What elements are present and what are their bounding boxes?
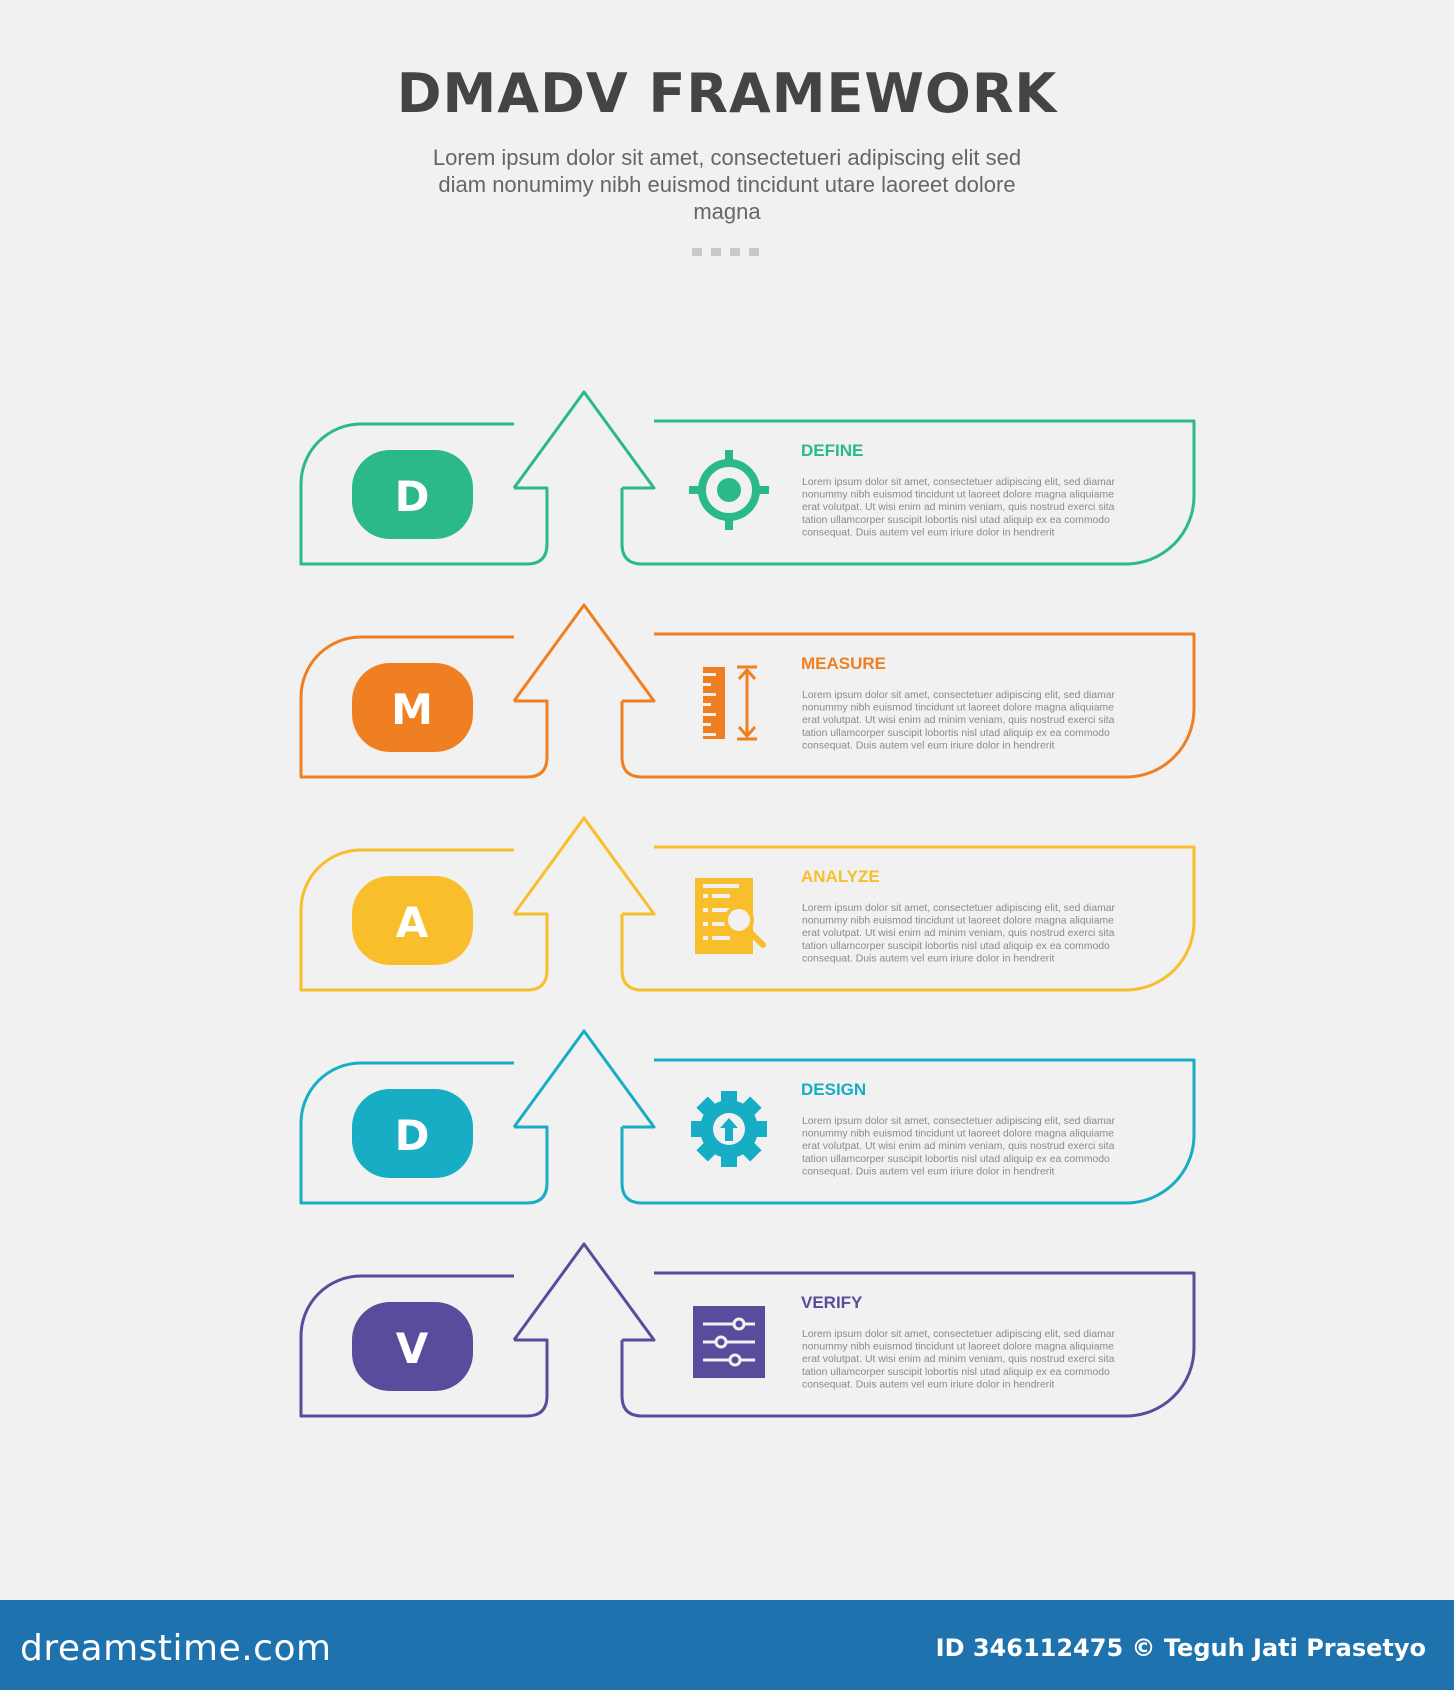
arrow-head bbox=[512, 603, 656, 703]
step-measure: M MEASURE Lorem ipsum dolor sit amet, cons… bbox=[299, 603, 1196, 779]
divider-dots bbox=[692, 248, 759, 256]
arrow-head bbox=[512, 390, 656, 490]
step-letter: M bbox=[391, 685, 433, 734]
step-description-line: Lorem ipsum dolor sit amet, consectetuer… bbox=[802, 1116, 1116, 1127]
step-description-line: Lorem ipsum dolor sit amet, consectetuer… bbox=[802, 690, 1116, 701]
step-define: D DEFINE Lorem ipsum dolor sit amet, conse… bbox=[299, 390, 1196, 566]
step-description-line: erat volutpat. Ut wisi enim ad minim ven… bbox=[802, 502, 1115, 513]
document-search-icon bbox=[695, 878, 766, 954]
step-description-line: nonummy nibh euismod tincidunt ut laoree… bbox=[802, 916, 1114, 927]
step-description-line: nonummy nibh euismod tincidunt ut laoree… bbox=[802, 490, 1114, 501]
step-letter-badge bbox=[352, 663, 473, 752]
step-letter: V bbox=[396, 1324, 429, 1373]
step-description-line: Lorem ipsum dolor sit amet, consectetuer… bbox=[802, 1329, 1116, 1340]
step-description-line: consequat. Duis autem vel eum iriure dol… bbox=[802, 953, 1055, 964]
step-description-line: nonummy nibh euismod tincidunt ut laoree… bbox=[802, 1342, 1114, 1353]
step-description-line: consequat. Duis autem vel eum iriure dol… bbox=[802, 1379, 1055, 1390]
step-description-line: tation ullamcorper suscipit lobortis nis… bbox=[802, 1154, 1110, 1165]
step-description-line: nonummy nibh euismod tincidunt ut laoree… bbox=[802, 1129, 1114, 1140]
page-title: DMADV FRAMEWORK bbox=[396, 62, 1058, 125]
target-icon bbox=[689, 450, 769, 530]
step-description-line: tation ullamcorper suscipit lobortis nis… bbox=[802, 941, 1110, 952]
step-verify: V VERIFY Lorem ipsum dolor sit amet, conse… bbox=[299, 1242, 1196, 1418]
dmadv-diagram: D DEFINE Lorem ipsum dolor sit amet, conse… bbox=[299, 390, 1196, 1418]
left-bracket bbox=[299, 635, 549, 779]
step-description-line: consequat. Duis autem vel eum iriure dol… bbox=[802, 740, 1055, 751]
arrow-head bbox=[512, 816, 656, 916]
sliders-icon bbox=[693, 1306, 765, 1378]
step-design: D DESIGN Lorem ipsum dolor sit amet, conse… bbox=[299, 1029, 1196, 1205]
step-letter-badge bbox=[352, 876, 473, 965]
content-panel bbox=[620, 632, 1196, 779]
step-analyze: A ANALYZE Lorem ipsum dolor sit amet, cons… bbox=[299, 816, 1196, 992]
footer-bar: dreamstime.com ID 346112475 © Teguh Jati… bbox=[0, 1600, 1454, 1690]
step-description-line: nonummy nibh euismod tincidunt ut laoree… bbox=[802, 703, 1114, 714]
step-title: DESIGN bbox=[801, 1080, 866, 1099]
step-description-line: Lorem ipsum dolor sit amet, consectetuer… bbox=[802, 477, 1116, 488]
step-letter-badge bbox=[352, 450, 473, 539]
step-letter: A bbox=[396, 898, 429, 947]
ruler-icon bbox=[703, 665, 757, 741]
step-description-line: erat volutpat. Ut wisi enim ad minim ven… bbox=[802, 928, 1115, 939]
step-description-line: tation ullamcorper suscipit lobortis nis… bbox=[802, 1367, 1110, 1378]
content-panel bbox=[620, 419, 1196, 566]
step-letter: D bbox=[395, 1111, 430, 1160]
footer-credit: ID 346112475 © Teguh Jati Prasetyo bbox=[935, 1634, 1426, 1662]
left-bracket bbox=[299, 422, 549, 566]
step-description-line: consequat. Duis autem vel eum iriure dol… bbox=[802, 1166, 1055, 1177]
arrow-head bbox=[512, 1029, 656, 1129]
step-description-line: erat volutpat. Ut wisi enim ad minim ven… bbox=[802, 715, 1115, 726]
step-title: DEFINE bbox=[801, 441, 863, 460]
footer-logo[interactable]: dreamstime.com bbox=[20, 1628, 332, 1669]
step-description-line: consequat. Duis autem vel eum iriure dol… bbox=[802, 527, 1055, 538]
left-bracket bbox=[299, 848, 549, 992]
step-description-line: Lorem ipsum dolor sit amet, consectetuer… bbox=[802, 903, 1116, 914]
content-panel bbox=[620, 1058, 1196, 1205]
step-description-line: tation ullamcorper suscipit lobortis nis… bbox=[802, 728, 1110, 739]
left-bracket bbox=[299, 1274, 549, 1418]
step-title: MEASURE bbox=[801, 654, 886, 673]
left-bracket bbox=[299, 1061, 549, 1205]
step-title: VERIFY bbox=[801, 1293, 863, 1312]
content-panel bbox=[620, 845, 1196, 992]
step-letter-badge bbox=[352, 1302, 473, 1391]
step-description-line: tation ullamcorper suscipit lobortis nis… bbox=[802, 515, 1110, 526]
step-title: ANALYZE bbox=[801, 867, 880, 886]
content-panel bbox=[620, 1271, 1196, 1418]
step-description-line: erat volutpat. Ut wisi enim ad minim ven… bbox=[802, 1141, 1115, 1152]
step-letter: D bbox=[395, 472, 430, 521]
step-letter-badge bbox=[352, 1089, 473, 1178]
page-subtitle: Lorem ipsum dolor sit amet, consectetuer… bbox=[432, 145, 1022, 224]
step-description-line: erat volutpat. Ut wisi enim ad minim ven… bbox=[802, 1354, 1115, 1365]
gear-upload-icon bbox=[691, 1091, 767, 1167]
arrow-head bbox=[512, 1242, 656, 1342]
